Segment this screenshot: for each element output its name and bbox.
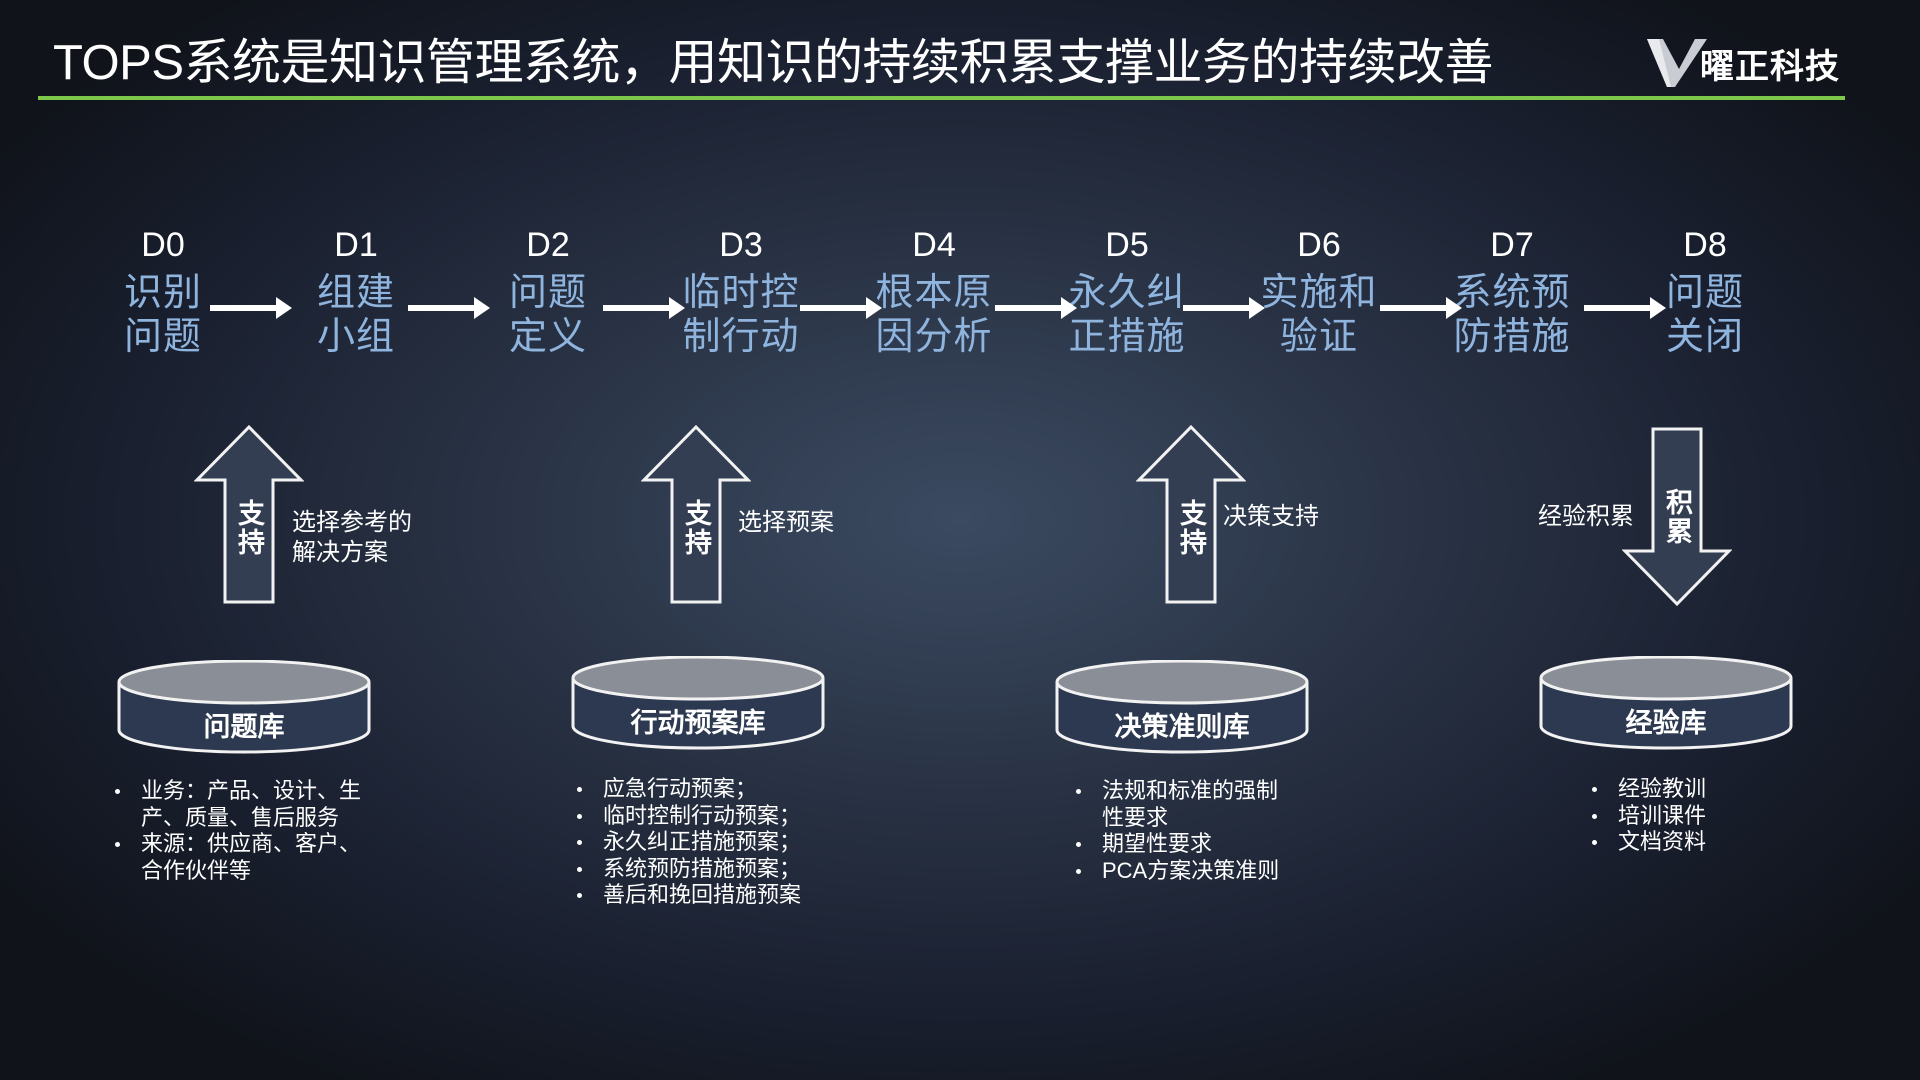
database-icon [117, 659, 371, 754]
support-note: 经验积累 [1538, 503, 1634, 530]
list-item: 善后和挽回措施预案 [575, 882, 835, 909]
library-items-list: 业务：产品、设计、生 产、质量、售后服务 来源：供应商、客户、 合作伙伴等 [113, 778, 403, 884]
arrow-label: 支持 [234, 499, 264, 557]
library-items-list: 应急行动预案； 临时控制行动预案； 永久纠正措施预案； 系统预防措施预案； 善后… [575, 776, 835, 909]
list-item: 法规和标准的强制 性要求 [1074, 778, 1334, 831]
step-code: D5 [1105, 226, 1149, 264]
database-icon [1539, 655, 1793, 750]
step-d4: D4 根本原 因分析 [859, 225, 1009, 359]
step-code: D1 [334, 226, 378, 264]
title-divider [38, 96, 1845, 100]
page-title: TOPS系统是知识管理系统，用知识的持续积累支撑业务的持续改善 [53, 36, 1494, 90]
step-d7: D7 系统预 防措施 [1437, 225, 1587, 359]
step-code: D0 [141, 226, 185, 264]
step-code: D6 [1297, 226, 1341, 264]
step-label: 永久纠 正措施 [1068, 272, 1186, 358]
step-d3: D3 临时控 制行动 [666, 225, 816, 359]
up-arrow-icon [193, 424, 305, 604]
library-cylinder: 行动预案库 [570, 655, 826, 750]
library-name: 决策准则库 [1114, 712, 1250, 742]
step-label: 临时控 制行动 [682, 272, 800, 358]
step-d8: D8 问题 关闭 [1630, 225, 1780, 359]
database-icon [571, 655, 825, 750]
flow-arrow-icon [408, 297, 490, 319]
list-item: 临时控制行动预案； [575, 803, 835, 830]
step-code: D4 [912, 226, 956, 264]
flow-arrow-icon [603, 297, 685, 319]
step-code: D8 [1683, 226, 1727, 264]
library-cylinder: 经验库 [1538, 655, 1794, 750]
support-arrow: 支持 [193, 424, 305, 604]
support-note: 选择预案 [738, 509, 834, 536]
list-item: 系统预防措施预案； [575, 856, 835, 883]
step-label: 问题 关闭 [1665, 272, 1744, 358]
list-item: 经验教训 [1590, 776, 1790, 803]
list-item: 来源：供应商、客户、 合作伙伴等 [113, 831, 403, 884]
library-name: 经验库 [1625, 708, 1707, 738]
step-label: 组建 小组 [316, 272, 395, 358]
company-logo-text: 曜正科技 [1700, 48, 1840, 86]
step-d6: D6 实施和 验证 [1244, 225, 1394, 359]
library-name: 行动预案库 [630, 708, 766, 738]
support-arrow: 支持 [640, 424, 752, 604]
step-label: 根本原 因分析 [875, 272, 993, 358]
flow-arrow-icon [210, 297, 292, 319]
library-name: 问题库 [203, 712, 285, 742]
support-note: 选择参考的 解决方案 [292, 509, 412, 566]
database-icon [1055, 659, 1309, 754]
list-item: 培训课件 [1590, 803, 1790, 830]
down-arrow-icon [1621, 427, 1733, 607]
arrow-label: 支持 [1176, 499, 1206, 557]
flow-arrow-icon [995, 297, 1077, 319]
list-item: 永久纠正措施预案； [575, 829, 835, 856]
arrow-label: 积累 [1662, 488, 1692, 546]
step-label: 实施和 验证 [1260, 272, 1378, 358]
step-label: 系统预 防措施 [1453, 272, 1571, 358]
library-cylinder: 决策准则库 [1054, 659, 1310, 754]
flow-arrow-icon [1183, 297, 1265, 319]
library-items-list: 经验教训 培训课件 文档资料 [1590, 776, 1790, 856]
step-d0: D0 识别 问题 [88, 225, 238, 359]
step-label: 识别 问题 [123, 272, 202, 358]
list-item: 文档资料 [1590, 829, 1790, 856]
list-item: 应急行动预案； [575, 776, 835, 803]
flow-arrow-icon [800, 297, 882, 319]
accumulate-arrow: 积累 [1621, 427, 1733, 607]
list-item: PCA方案决策准则 [1074, 858, 1334, 885]
list-item: 业务：产品、设计、生 产、质量、售后服务 [113, 778, 403, 831]
up-arrow-icon [640, 424, 752, 604]
step-d2: D2 问题 定义 [473, 225, 623, 359]
flow-arrow-icon [1380, 297, 1462, 319]
library-cylinder: 问题库 [116, 659, 372, 754]
up-arrow-icon [1135, 424, 1247, 604]
step-label: 问题 定义 [508, 272, 587, 358]
list-item: 期望性要求 [1074, 831, 1334, 858]
step-d5: D5 永久纠 正措施 [1052, 225, 1202, 359]
support-arrow: 支持 [1135, 424, 1247, 604]
company-logo-icon [1647, 39, 1707, 87]
arrow-label: 支持 [681, 499, 711, 557]
step-code: D3 [719, 226, 763, 264]
library-items-list: 法规和标准的强制 性要求 期望性要求 PCA方案决策准则 [1074, 778, 1334, 884]
step-code: D7 [1490, 226, 1534, 264]
support-note: 决策支持 [1223, 503, 1319, 530]
step-d1: D1 组建 小组 [281, 225, 431, 359]
flow-arrow-icon [1584, 297, 1666, 319]
step-code: D2 [526, 226, 570, 264]
